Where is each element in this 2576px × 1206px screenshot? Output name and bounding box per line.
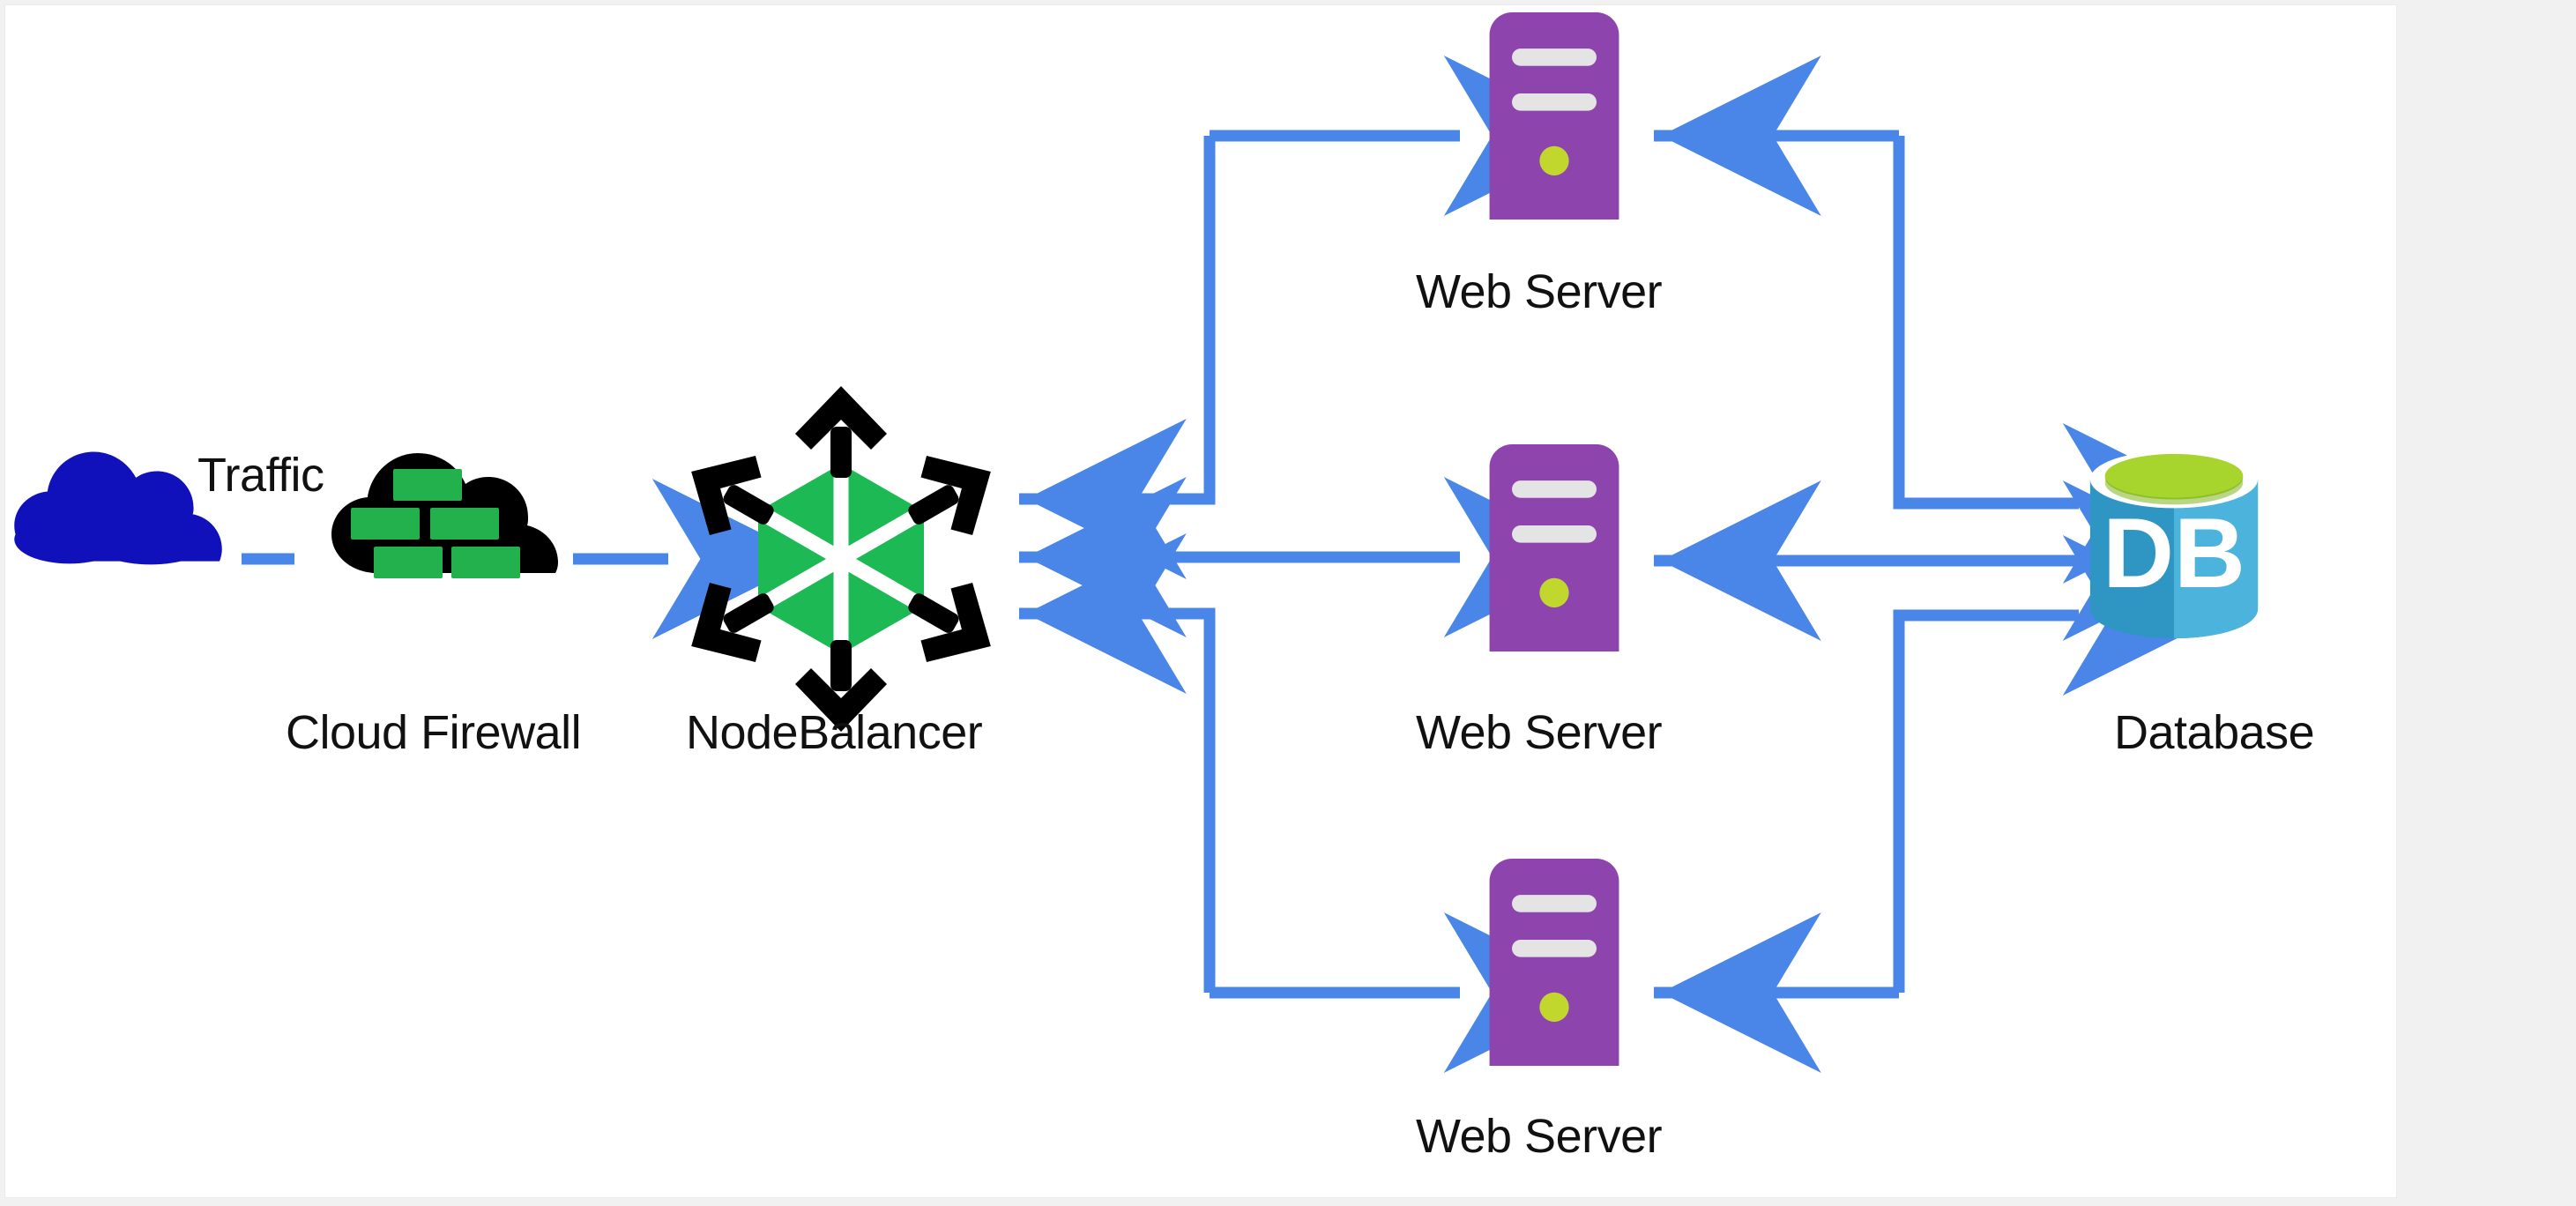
- edge-layer: [242, 55, 2223, 1073]
- label-database: Database: [2114, 706, 2315, 759]
- label-cloud-firewall: Cloud Firewall: [286, 706, 582, 759]
- server-icon-bottom: [1489, 859, 1619, 1066]
- cloud-firewall-icon: [331, 453, 558, 578]
- edge-web3-db-out: [1893, 535, 2223, 993]
- nodebalancer-icon: [691, 386, 991, 732]
- server-icon-middle: [1489, 444, 1619, 651]
- server-icon-top: [1489, 12, 1619, 220]
- architecture-diagram: DB: [14, 12, 2259, 1073]
- label-web-server-middle: Web Server: [1416, 706, 1663, 759]
- database-badge-text: DB: [2103, 498, 2245, 608]
- edge-balancer-web3-back: [1019, 533, 1216, 993]
- label-web-server-bottom: Web Server: [1416, 1110, 1663, 1163]
- label-web-server-top: Web Server: [1416, 265, 1663, 318]
- label-traffic: Traffic: [197, 449, 324, 502]
- database-icon: DB: [2089, 450, 2259, 639]
- cloud-icon: [14, 451, 222, 565]
- diagram-canvas: DB Traffic Cloud Firewall NodeBalancer W…: [5, 5, 2396, 1197]
- edge-balancer-web1-back: [1019, 136, 1216, 579]
- label-nodebalancer: NodeBalancer: [686, 706, 983, 759]
- edge-web1-db-out: [1893, 136, 2223, 584]
